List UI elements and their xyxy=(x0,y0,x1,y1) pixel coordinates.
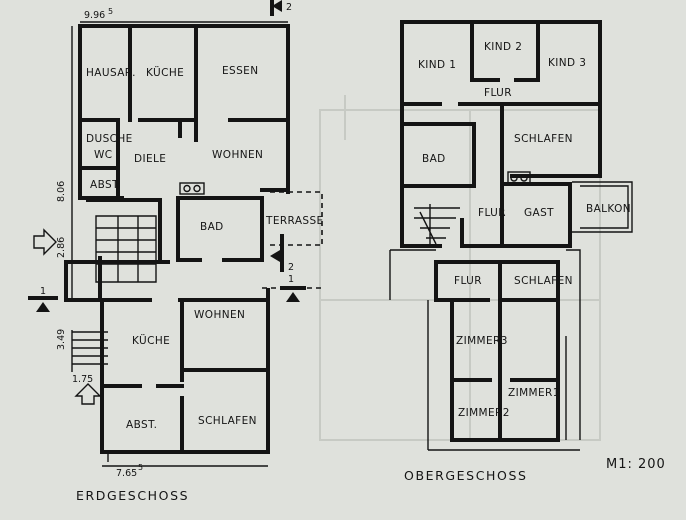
section-mark-1-right xyxy=(280,286,306,302)
section-mark-1-left-label: 1 xyxy=(40,286,46,297)
dim-width-top-sup: 5 xyxy=(108,7,113,16)
room-essen: ESSEN xyxy=(222,65,258,77)
room-abst-bottom: ABST. xyxy=(126,419,157,431)
section-mark-2-top xyxy=(270,0,282,16)
og-stove-symbol xyxy=(507,171,531,185)
og-lower-wing-outline xyxy=(389,249,581,451)
room-schlafen-top: SCHLAFEN xyxy=(514,133,573,145)
room-kueche-top: KÜCHE xyxy=(146,66,184,79)
dim-width-175: 1.75 xyxy=(72,374,93,385)
entrance-arrow-up-icon xyxy=(74,383,102,405)
og-lower-wing xyxy=(434,260,560,442)
erdgeschoss-plan xyxy=(28,0,323,467)
room-kind2: KIND 2 xyxy=(484,41,522,53)
section-mark-1-right-label: 1 xyxy=(288,274,294,285)
dim-width-top: 9.96 xyxy=(84,10,105,21)
room-balkon: BALKON xyxy=(586,203,631,215)
room-flur-bottom: FLUR xyxy=(454,275,482,287)
eg-stove-symbol xyxy=(179,182,205,195)
room-gast: GAST xyxy=(524,207,554,219)
erdgeschoss-title: ERDGESCHOSS xyxy=(76,488,189,503)
eg-stairs xyxy=(72,215,157,365)
room-dusche: DUSCHE xyxy=(86,133,133,145)
og-stairs xyxy=(414,204,460,246)
section-mark-1-left xyxy=(28,296,58,312)
room-schlafen-eg: SCHLAFEN xyxy=(198,415,257,427)
eg-outer-wall xyxy=(78,24,290,200)
section-mark-2-bottom-label: 2 xyxy=(288,262,294,273)
room-bad-eg: BAD xyxy=(200,221,224,233)
dim-height-8: 8.06 xyxy=(56,181,67,202)
room-zimmer2: ZIMMER2 xyxy=(458,407,510,419)
obergeschoss-title: OBERGESCHOSS xyxy=(404,468,528,483)
room-kueche-bottom: KÜCHE xyxy=(132,334,170,347)
entrance-arrow-icon xyxy=(33,228,57,256)
eg-dimension-lines xyxy=(71,21,288,467)
room-wohnen-top: WOHNEN xyxy=(212,149,263,161)
dim-height-2: 2.86 xyxy=(56,237,67,258)
room-flur-top: FLUR xyxy=(484,87,512,99)
eg-middle-walls xyxy=(64,198,264,302)
room-flur-mid: FLUR xyxy=(478,207,506,219)
room-wc: WC xyxy=(94,149,113,161)
room-terrasse: TERRASSE xyxy=(265,215,324,227)
og-interior-walls xyxy=(400,20,602,248)
room-hausar: HAUSAR. xyxy=(86,67,136,79)
room-bad-og: BAD xyxy=(422,153,446,165)
room-kind3: KIND 3 xyxy=(548,57,586,69)
scale-label: M1: 200 xyxy=(606,457,666,472)
section-mark-2-top-label: 2 xyxy=(286,2,292,13)
dim-width-bottom-sup: 5 xyxy=(138,463,143,472)
room-schlafen-bottom: SCHLAFEN xyxy=(514,275,573,287)
room-wohnen-bottom: WOHNEN xyxy=(194,309,245,321)
room-abst-top: ABST. xyxy=(90,179,121,191)
room-zimmer1: ZIMMER1 xyxy=(508,387,560,399)
eg-lower-walls xyxy=(64,288,270,454)
dim-width-bottom: 7.65 xyxy=(116,468,137,479)
room-zimmer3: ZIMMER3 xyxy=(456,335,508,347)
og-outer-wall xyxy=(400,20,602,248)
room-kind1: KIND 1 xyxy=(418,59,456,71)
dim-height-3: 3.49 xyxy=(56,329,67,350)
obergeschoss-plan xyxy=(389,20,633,451)
section-mark-2-bottom xyxy=(270,234,284,272)
balkon-outline xyxy=(572,181,633,233)
room-diele: DIELE xyxy=(134,153,166,165)
